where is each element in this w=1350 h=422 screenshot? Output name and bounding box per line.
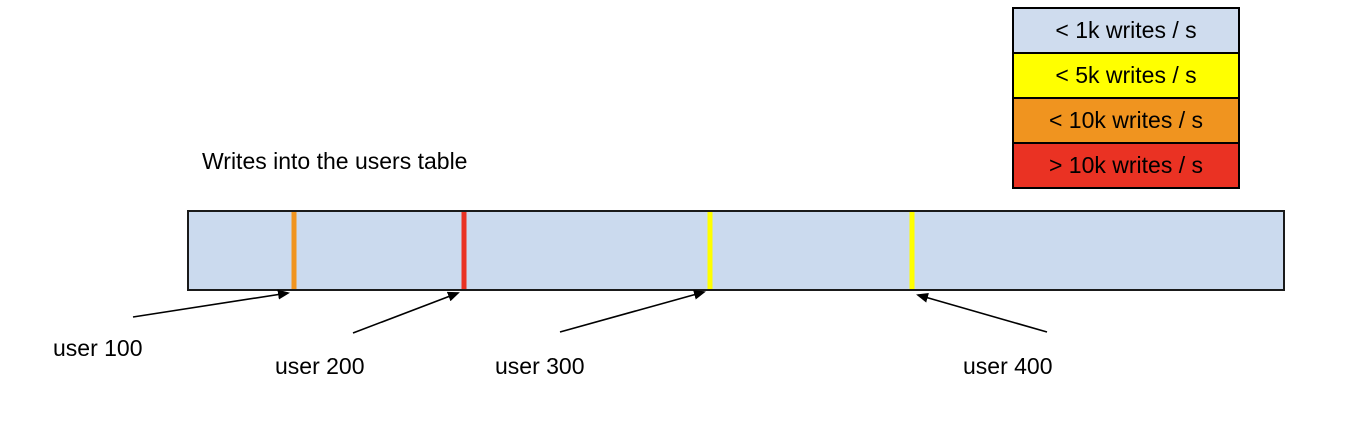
label-user-100: user 100 [53,335,143,361]
label-user-400: user 400 [963,353,1053,379]
label-user-300: user 300 [495,353,585,379]
arrow-user-300 [559,289,706,333]
arrow-user-400 [916,292,1048,333]
marker-stripe-user-400 [909,212,915,289]
diagram-title: Writes into the users table [202,148,468,174]
arrow-user-100 [132,289,290,318]
legend-item-lt-10k: < 10k writes / s [1012,97,1240,144]
marker-stripe-user-300 [707,212,713,289]
users-table-bar [187,210,1285,291]
arrow-user-200 [352,291,460,334]
marker-stripe-user-100 [291,212,297,289]
legend-item-gt-10k: > 10k writes / s [1012,142,1240,189]
label-user-200: user 200 [275,353,365,379]
legend-item-lt-1k: < 1k writes / s [1012,7,1240,54]
marker-stripe-user-200 [461,212,467,289]
write-rate-legend: < 1k writes / s < 5k writes / s < 10k wr… [1012,7,1240,189]
legend-item-lt-5k: < 5k writes / s [1012,52,1240,99]
